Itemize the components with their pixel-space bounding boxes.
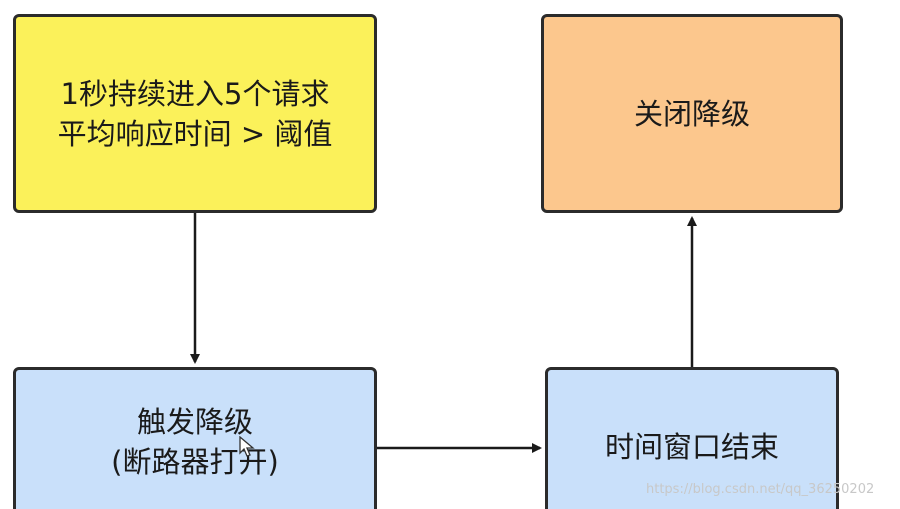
node-trigger-line2: (断路器打开) (111, 445, 279, 479)
node-close-degrade: 关闭降级 (541, 14, 843, 213)
node-condition-line1: 1秒持续进入5个请求 (60, 76, 330, 111)
node-trigger-line1: 触发降级 (136, 405, 253, 439)
watermark-url: https://blog.csdn.net/qq_36250202 (646, 482, 875, 497)
node-condition-line2: 平均响应时间 > 阈值 (57, 116, 333, 151)
node-condition: 1秒持续进入5个请求 平均响应时间 > 阈值 (13, 14, 377, 213)
node-window-end: 时间窗口结束 (545, 367, 839, 509)
mouse-cursor-icon (239, 436, 255, 457)
node-trigger-degrade: 触发降级 (断路器打开) (13, 367, 377, 509)
node-close-label: 关闭降级 (633, 96, 750, 131)
node-window-label: 时间窗口结束 (604, 430, 779, 464)
